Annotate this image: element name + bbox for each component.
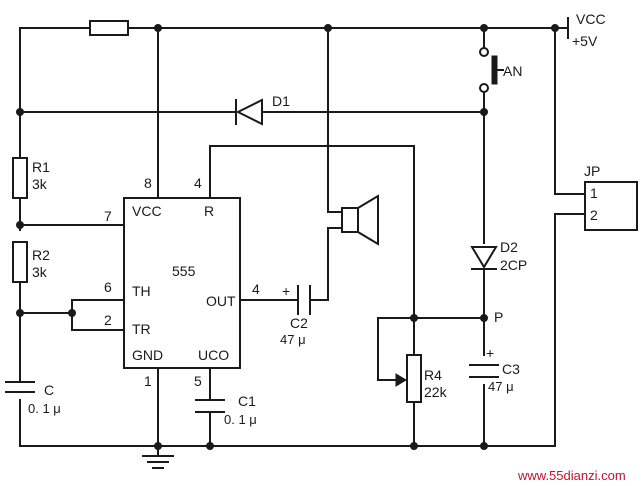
d2-ref-label: D2 [500,239,518,255]
pin-number-5: 5 [194,373,202,389]
ic-pin-uco: UCO [198,347,229,363]
junctions [16,24,559,450]
jp-ref-label: JP [584,163,600,179]
r4-value-label: 22k [424,384,448,400]
c1-value-label: 0. 1 μ [224,412,257,427]
supply-voltage-label: +5V [572,33,598,49]
ic-pin-r: R [204,203,214,219]
node-p-label: P [494,309,503,325]
r2-ref-label: R2 [32,247,50,263]
push-switch-an [479,47,504,93]
resistor-r2 [12,241,28,283]
r1-ref-label: R1 [32,159,50,175]
r4-ref-label: R4 [424,367,442,383]
wiring [19,17,586,457]
c3-value-label: 47 μ [488,379,514,394]
jp-pin-2: 2 [590,207,598,223]
d2-part-label: 2CP [500,257,527,273]
c3-ref-label: C3 [502,361,520,377]
switch-label: AN [503,63,522,79]
pin-number-7: 7 [104,208,112,224]
ic-name: 555 [172,263,196,279]
jp-pin-1: 1 [590,185,598,201]
watermark: www.55dianzi.com [517,468,626,483]
c-ref-label: C [44,382,54,398]
ground-icon [142,455,174,469]
c2-polarity-mark: + [282,283,290,299]
r2-value-label: 3k [32,264,48,280]
ic-pin-vcc: VCC [132,203,162,219]
capacitor-c2 [297,285,311,315]
potentiometer-r4 [406,354,422,403]
capacitor-c3 [469,364,499,378]
jp-connector [584,181,638,231]
diode-d1 [235,98,263,126]
pin-number-4-out: 4 [252,281,260,297]
c3-polarity-mark: + [486,345,494,361]
ic-pin-tr: TR [132,321,151,337]
resistor-r1 [12,157,28,199]
c2-value-label: 47 μ [280,332,306,347]
capacitor-c [5,381,35,393]
diode-d2 [470,246,498,270]
ic-pin-th: TH [132,283,151,299]
pin-number-8: 8 [144,175,152,191]
r1-value-label: 3k [32,176,48,192]
top-resistor [89,20,129,36]
c1-ref-label: C1 [238,393,256,409]
capacitor-c1 [195,399,225,413]
pin-number-4-reset: 4 [194,175,202,191]
speaker-icon [341,194,379,246]
vcc-supply-label: VCC [576,11,606,27]
pin-number-6: 6 [104,279,112,295]
pin-number-2: 2 [104,312,112,328]
ic-555-body [123,197,241,369]
r4-wiper-arrow [395,373,407,387]
pin-number-1: 1 [144,373,152,389]
d1-label: D1 [272,93,290,109]
ic-pin-out: OUT [206,293,236,309]
c-value-label: 0. 1 μ [28,401,61,416]
ic-pin-gnd: GND [132,347,163,363]
c2-ref-label: C2 [290,315,308,331]
